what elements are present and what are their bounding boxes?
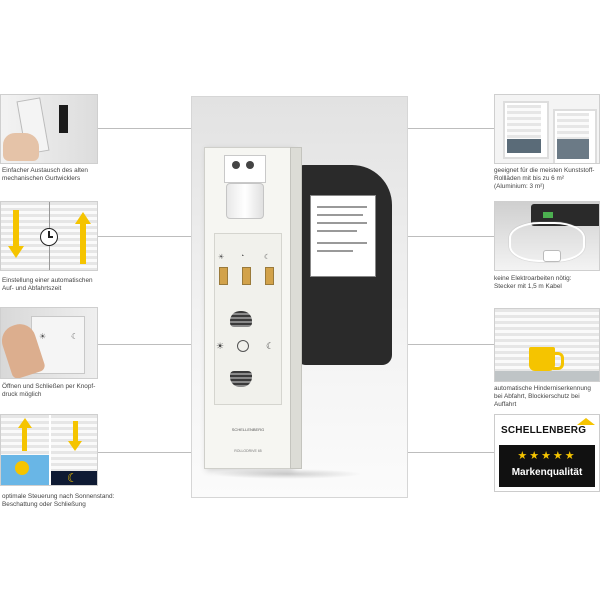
belt-hole <box>232 161 240 169</box>
arrow-down-icon <box>13 210 19 248</box>
brand-logo-wordmark: SCHELLENBERG <box>501 425 587 436</box>
arrow-up-head <box>18 418 32 428</box>
connector-line <box>408 344 494 345</box>
hand <box>3 133 39 161</box>
mug-icon <box>529 347 555 371</box>
mug-handle <box>553 352 564 370</box>
product-photo: ☀ ◔ ☾ ☀ ☾ SCHELLENBERG ROLLODRIVE 65 <box>191 96 408 498</box>
connector-line <box>408 128 494 129</box>
device-model-label: ROLLODRIVE 65 <box>234 449 262 453</box>
sun-indicator-icon: ☀ <box>218 254 225 261</box>
arrow-up-icon <box>80 224 86 264</box>
connector-line <box>408 452 494 453</box>
belt-roller <box>226 183 264 219</box>
sun-icon: ☀ <box>39 332 47 341</box>
window-glass <box>557 139 589 159</box>
housing-label <box>310 195 376 277</box>
feature-caption: Öffnen und Schließen per Knopf- druck mö… <box>2 383 96 398</box>
shadow <box>212 469 362 479</box>
shutter <box>557 113 589 139</box>
arrow-down-head <box>68 441 82 451</box>
arrow-down-icon <box>73 421 78 443</box>
quality-label: Markenqualität <box>511 467 583 478</box>
moon-mode-button[interactable]: ☾ <box>266 341 275 351</box>
down-button[interactable] <box>230 371 252 387</box>
connector-line <box>98 344 191 345</box>
clock-icon <box>40 228 58 246</box>
device-side <box>290 147 302 469</box>
connector-line <box>408 236 494 237</box>
moon-indicator-icon: ☾ <box>264 254 271 261</box>
wall-slot <box>59 105 68 133</box>
feature-image-obstacle <box>494 308 600 382</box>
feature-caption: automatische Hinderniserkennung bei Abfa… <box>494 385 591 408</box>
slider-switch[interactable] <box>219 267 228 285</box>
arrow-up-head <box>75 212 91 224</box>
feature-image-house <box>494 94 600 164</box>
feature-image-button: ☀ ☾ <box>0 307 98 379</box>
arrow-down-head <box>8 246 24 258</box>
arrow-up-icon <box>22 427 27 451</box>
connector <box>543 212 553 218</box>
belt-guide <box>224 155 266 183</box>
feature-image-sun: ☾ <box>0 414 98 486</box>
sun-icon <box>15 461 29 475</box>
brand-badge: SCHELLENBERG ★★★★★ Markenqualität <box>494 414 600 492</box>
quality-bar: ★★★★★ Markenqualität <box>499 445 595 487</box>
sun-mode-button[interactable]: ☀ <box>216 341 225 351</box>
window-glass <box>507 139 541 153</box>
device-brand-label: SCHELLENBERG <box>231 427 265 432</box>
plug-icon <box>543 250 561 262</box>
moon-icon: ☾ <box>67 471 78 485</box>
motor-body <box>531 204 599 226</box>
feature-image-replacement <box>0 94 98 164</box>
feature-caption: keine Elektroarbeiten nötig: Stecker mit… <box>494 275 572 290</box>
belt-hole <box>246 161 254 169</box>
connector-line <box>98 128 191 129</box>
feature-image-plug <box>494 201 600 271</box>
moon-icon: ☾ <box>71 332 79 341</box>
connector-line <box>98 452 191 453</box>
feature-caption: Einstellung einer automatischen Auf- und… <box>2 277 93 292</box>
feature-caption: geeignet für die meisten Kunststoff- Rol… <box>494 167 595 190</box>
windowsill <box>495 371 599 381</box>
brand-logo-roof <box>577 418 595 425</box>
up-button[interactable] <box>230 311 252 327</box>
connector-line <box>98 236 191 237</box>
timer-indicator-icon: ◔ <box>240 253 245 260</box>
night-window <box>51 471 97 485</box>
feature-caption: optimale Steuerung nach Sonnenstand: Bes… <box>2 493 115 508</box>
slider-switch[interactable] <box>242 267 251 285</box>
shutter <box>507 105 541 139</box>
star-rating: ★★★★★ <box>517 450 577 462</box>
slider-switch[interactable] <box>265 267 274 285</box>
timer-mode-button[interactable] <box>237 340 249 352</box>
feature-image-timer <box>0 201 98 271</box>
feature-caption: Einfacher Austausch des alten mechanisch… <box>2 167 88 182</box>
